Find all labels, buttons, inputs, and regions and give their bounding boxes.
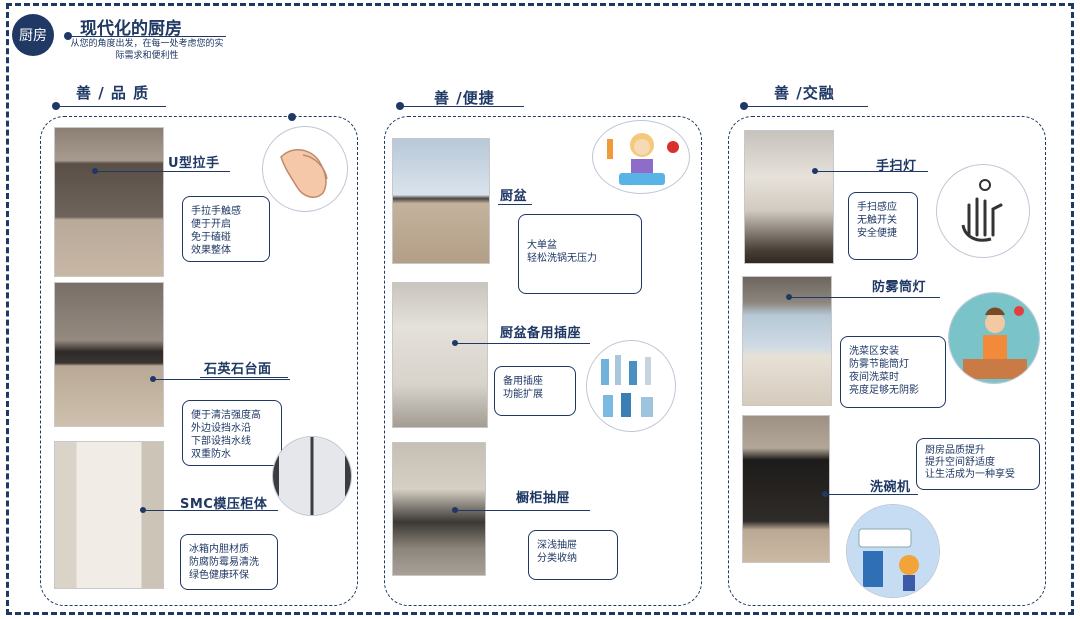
title-underline: [66, 36, 226, 37]
panel-quality: [40, 116, 358, 606]
subtitle-line-2: 际需求和便利性: [115, 51, 179, 61]
feature-underline: [498, 204, 532, 205]
feature-title-smc: SMC模压柜体: [180, 497, 268, 512]
chef-woman-icon: [948, 292, 1040, 384]
feature-note-drawer: 深浅抽屉 分类收纳: [528, 530, 618, 580]
section-line-fusion: [744, 106, 868, 107]
feature-title-socket: 厨盆备用插座: [500, 326, 582, 341]
panel-fusion: [728, 116, 1046, 606]
feature-underline: [200, 377, 288, 378]
kitchen-badge: 厨房: [12, 14, 54, 56]
page-title: 现代化的厨房: [80, 19, 182, 39]
section-heading-fusion: 善 /交融: [774, 84, 835, 102]
photo-u-handle-cabinet: [54, 127, 164, 277]
feature-note-quartz: 便于清洁强度高 外边设挡水沿 下部设挡水线 双重防水: [182, 400, 282, 466]
leader-line: [144, 510, 278, 511]
leader-line: [456, 343, 590, 344]
page-frame: [6, 3, 1074, 615]
note-line: 洗菜区安装: [849, 346, 899, 357]
fridge-icon: [272, 436, 352, 516]
note-line: 效果整体: [191, 245, 231, 256]
feature-note-hand-sweep: 手扫感应 无触开关 安全便捷: [848, 192, 918, 260]
leader-dot: [452, 507, 458, 513]
note-line: 亮度足够无阴影: [849, 385, 919, 396]
photo-drawer: [392, 442, 486, 576]
feature-title-dishwasher: 洗碗机: [870, 480, 911, 495]
note-line: 绿色健康环保: [189, 570, 249, 581]
feature-note-smc: 冰箱内胆材质 防腐防霉易清洗 绿色健康环保: [180, 534, 278, 590]
note-line: 大单盆: [527, 240, 557, 251]
dishwashing-girl-icon: [592, 120, 690, 194]
leader-dot: [140, 507, 146, 513]
note-line: 让生活成为一种享受: [925, 469, 1015, 480]
leader-line: [154, 379, 290, 380]
hands-icon: [262, 126, 348, 212]
section-line-quality: [56, 106, 166, 107]
note-line: 深浅抽屉: [537, 540, 577, 551]
panel-convenience: [384, 116, 702, 606]
plumbing-parts-icon: [586, 340, 676, 432]
photo-dishwasher: [742, 415, 830, 563]
note-line: 提升空间舒适度: [925, 457, 995, 468]
note-line: 外边设挡水沿: [191, 423, 251, 434]
note-line: 防腐防霉易清洗: [189, 557, 259, 568]
feature-title-drawer: 橱柜抽屉: [516, 491, 571, 506]
feature-note-u-handle: 手拉手触感 便于开启 免于磕碰 效果整体: [182, 196, 270, 262]
leader-dot: [822, 491, 828, 497]
air-conditioner-icon: [846, 504, 940, 598]
section-line-convenience: [400, 106, 524, 107]
leader-line: [826, 494, 918, 495]
note-line: 防雾节能筒灯: [849, 359, 909, 370]
note-line: 安全便捷: [857, 228, 897, 239]
leader-line: [790, 297, 940, 298]
note-line: 备用插座: [503, 376, 543, 387]
note-line: 无触开关: [857, 215, 897, 226]
note-line: 厨房品质提升: [925, 445, 985, 456]
feature-note-dishwasher: 厨房品质提升 提升空间舒适度 让生活成为一种享受: [916, 438, 1040, 490]
leader-line: [96, 171, 206, 172]
note-line: 双重防水: [191, 449, 231, 460]
subtitle-line-1: 从您的角度出发，在每一处考虑您的实: [70, 39, 224, 49]
section-heading-convenience: 善 /便捷: [434, 89, 495, 107]
note-line: 免于磕碰: [191, 232, 231, 243]
leader-line: [816, 171, 928, 172]
note-line: 下部设挡水线: [191, 436, 251, 447]
feature-title-u-handle: U型拉手: [168, 156, 220, 171]
note-line: 冰箱内胆材质: [189, 544, 249, 555]
feature-title-antifog: 防雾筒灯: [872, 280, 927, 295]
feature-note-socket: 备用插座 功能扩展: [494, 366, 576, 416]
section-heading-quality: 善 / 品 质: [76, 84, 150, 102]
photo-hand-sweep-light: [744, 130, 834, 264]
page-subtitle: 从您的角度出发，在每一处考虑您的实 际需求和便利性: [62, 38, 232, 62]
leader-dot: [786, 294, 792, 300]
feature-title-hand-sweep: 手扫灯: [876, 159, 917, 174]
leader-line: [456, 510, 590, 511]
note-line: 夜间洗菜时: [849, 372, 899, 383]
leader-dot: [452, 340, 458, 346]
note-line: 手扫感应: [857, 202, 897, 213]
note-line: 便于清洁强度高: [191, 410, 261, 421]
feature-title-sink: 厨盆: [500, 189, 528, 204]
feature-note-sink: 大单盆 轻松洗锅无压力: [518, 214, 642, 294]
feature-underline: [166, 171, 230, 172]
photo-quartz-countertop: [54, 282, 164, 427]
note-line: 功能扩展: [503, 389, 543, 400]
feature-note-antifog: 洗菜区安装 防雾节能筒灯 夜间洗菜时 亮度足够无阴影: [840, 336, 946, 408]
leader-dot: [812, 168, 818, 174]
note-line: 手拉手触感: [191, 206, 241, 217]
photo-kitchen-sink: [392, 138, 490, 264]
leader-dot: [150, 376, 156, 382]
note-line: 便于开启: [191, 219, 231, 230]
section-connector-dot: [288, 113, 296, 121]
hand-wave-sensor-icon: [936, 164, 1030, 258]
note-line: 分类收纳: [537, 553, 577, 564]
photo-sink-socket: [392, 282, 488, 428]
photo-smc-cabinet: [54, 441, 164, 589]
leader-dot: [92, 168, 98, 174]
note-line: 轻松洗锅无压力: [527, 253, 597, 264]
feature-title-quartz: 石英石台面: [204, 362, 272, 377]
